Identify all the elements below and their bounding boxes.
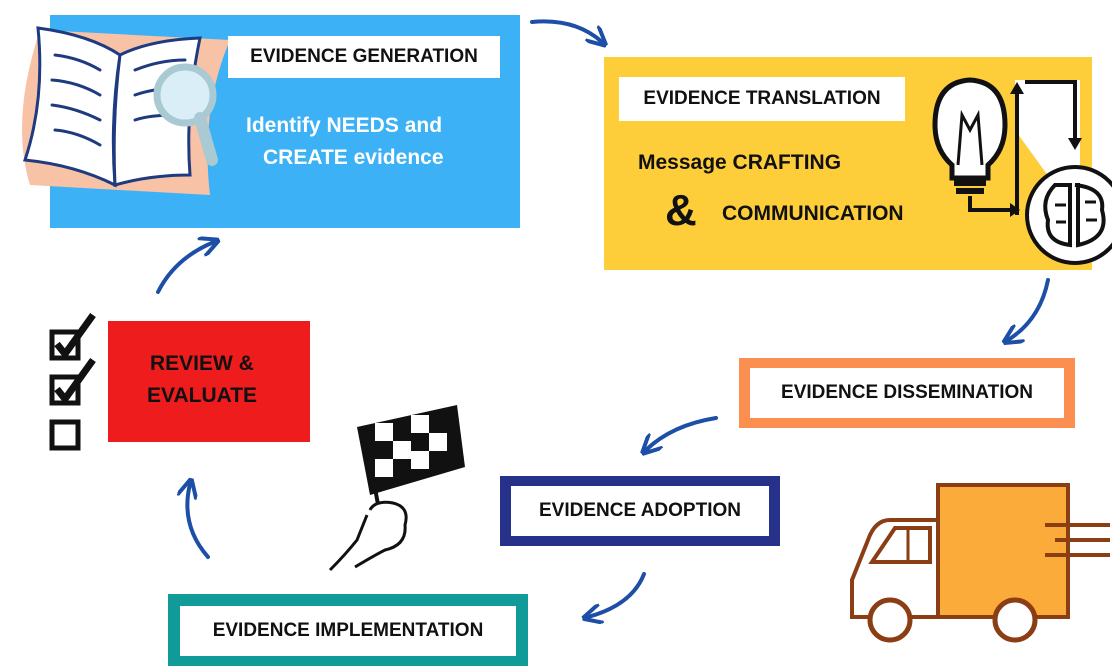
generation-line-1: Identify NEEDS and: [246, 114, 443, 137]
arrow-implementation-to-review: [187, 484, 210, 559]
evidence-generation-title: EVIDENCE GENERATION: [228, 36, 500, 78]
checklist-icon: [49, 312, 96, 451]
arrow-translation-to-dissemination: [1008, 278, 1050, 340]
lightbulb-brain-icon: [932, 77, 1112, 265]
translation-line-1: Message CRAFTING: [638, 151, 842, 174]
review-evaluate-panel: [108, 321, 310, 442]
evidence-adoption-title: EVIDENCE ADOPTION: [511, 486, 769, 536]
arrow-review-to-generation: [156, 242, 214, 294]
review-line-1: REVIEW &: [150, 352, 254, 375]
arrow-dissemination-to-adoption: [646, 416, 718, 450]
evidence-translation-title: EVIDENCE TRANSLATION: [619, 77, 905, 121]
arrow-adoption-to-implementation: [588, 572, 646, 617]
ampersand: &: [665, 186, 697, 235]
checkered-flag-icon: [328, 405, 465, 572]
arrow-generation-to-translation: [530, 19, 602, 42]
delivery-truck-icon: [850, 483, 1110, 643]
generation-line-2: CREATE evidence: [263, 146, 444, 169]
review-line-2: EVALUATE: [147, 384, 258, 407]
evidence-dissemination-title: EVIDENCE DISSEMINATION: [750, 368, 1064, 418]
evidence-implementation-title: EVIDENCE IMPLEMENTATION: [180, 606, 516, 656]
translation-line-2: COMMUNICATION: [722, 202, 904, 225]
open-book-magnifier-icon: [22, 26, 230, 195]
